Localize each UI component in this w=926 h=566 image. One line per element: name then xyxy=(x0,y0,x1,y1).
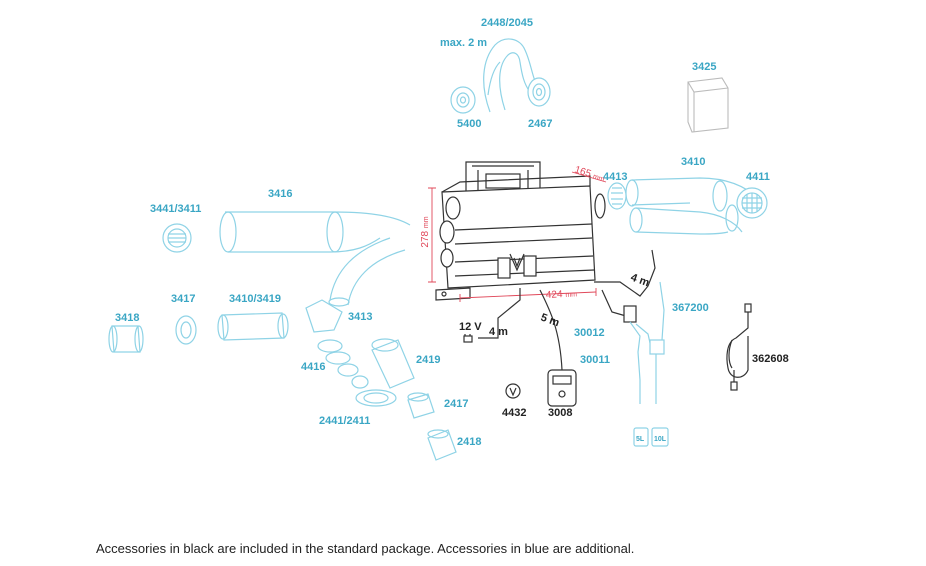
dimension-depth: 165 mm xyxy=(573,164,606,184)
label-30011: 30011 xyxy=(580,354,610,366)
controller-assembly xyxy=(505,289,577,407)
fuel-filter-367200-icon xyxy=(649,339,665,355)
label-3008: 3008 xyxy=(548,407,572,419)
label-367200: 367200 xyxy=(672,302,709,314)
label-362608: 362608 xyxy=(752,353,789,365)
left-duct-assembly xyxy=(108,211,411,353)
label-3418: 3418 xyxy=(115,312,139,324)
label-3441-3411: 3441/3411 xyxy=(150,203,201,215)
label-2419: 2419 xyxy=(416,354,440,366)
right-duct-assembly xyxy=(625,177,768,235)
controller-3008-icon xyxy=(547,369,577,407)
label-2448-2045: 2448/2045 xyxy=(481,17,533,29)
label-4m-power: 4 m xyxy=(489,326,508,338)
cap-2467-icon xyxy=(527,77,551,107)
label-4411: 4411 xyxy=(746,171,770,183)
label-max-length: max. 2 m xyxy=(440,37,487,49)
top-duct-assembly xyxy=(450,38,551,114)
label-4416: 4416 xyxy=(301,361,325,373)
label-12v: 12 V xyxy=(459,321,482,333)
label-2417: 2417 xyxy=(444,398,468,410)
middle-fittings xyxy=(305,299,457,461)
label-5400: 5400 xyxy=(457,118,481,130)
label-3417: 3417 xyxy=(171,293,195,305)
tank-5l-icon xyxy=(633,427,649,447)
dimension-lines xyxy=(428,171,607,302)
label-2467: 2467 xyxy=(528,118,552,130)
power-cable xyxy=(463,288,521,343)
label-tank-10l: 10L xyxy=(654,436,667,443)
label-tank-5l: 5L xyxy=(636,436,645,443)
label-3416: 3416 xyxy=(268,188,292,200)
fuel-line-assembly xyxy=(594,249,669,447)
label-2441-2411: 2441/2411 xyxy=(319,415,370,427)
dimension-width: 424 mm xyxy=(546,288,578,301)
label-3410-3419: 3410/3419 xyxy=(229,293,281,305)
label-3425: 3425 xyxy=(692,61,716,73)
heater-vent-left xyxy=(497,257,511,279)
label-30012: 30012 xyxy=(574,327,605,339)
label-2418: 2418 xyxy=(457,436,481,448)
outlet-4413-icon xyxy=(607,182,627,210)
cover-3425-icon xyxy=(687,77,729,133)
label-4413: 4413 xyxy=(603,171,627,183)
dimension-height: 278 mm xyxy=(420,216,431,247)
tank-10l-icon xyxy=(651,427,669,447)
label-5m: 5 m xyxy=(539,312,561,330)
sticker-4432-icon xyxy=(505,383,521,399)
label-4432: 4432 xyxy=(502,407,526,419)
heater-unit xyxy=(435,161,606,301)
cap-5400-icon xyxy=(450,86,476,114)
heater-vent-right xyxy=(523,255,537,277)
flange-2441-icon xyxy=(355,389,397,407)
fuel-pump-30012-icon xyxy=(623,305,637,323)
caption: Accessories in black are included in the… xyxy=(96,541,635,556)
label-3410: 3410 xyxy=(681,156,705,168)
connector-3417-icon xyxy=(175,315,197,345)
cable-362608-icon xyxy=(726,303,752,391)
label-3413: 3413 xyxy=(348,311,372,323)
